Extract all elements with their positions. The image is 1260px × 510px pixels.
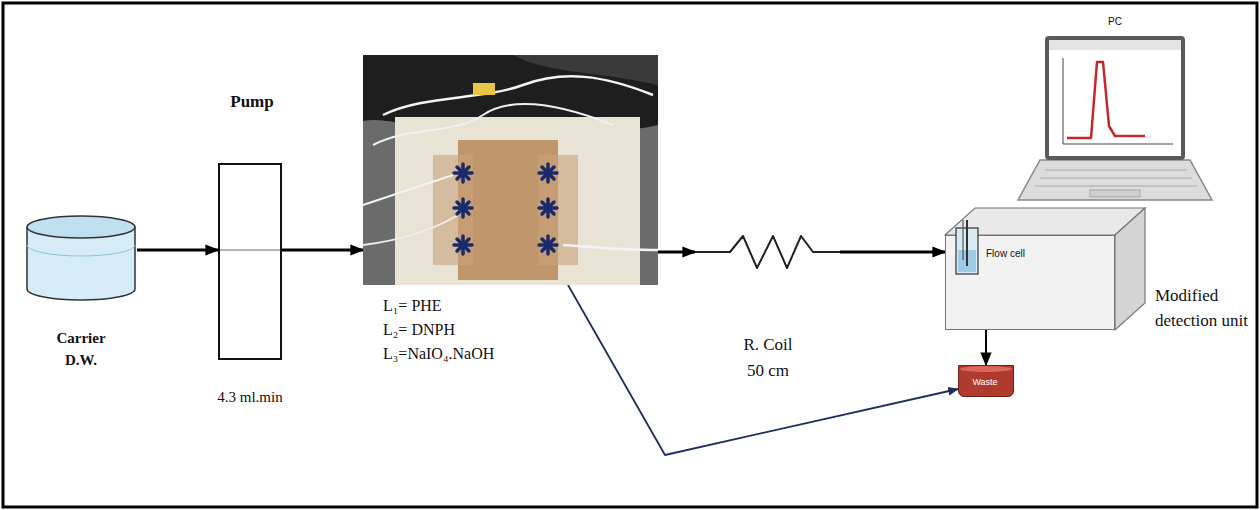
flow-arrow xyxy=(568,285,958,455)
detection-unit: Flow cell xyxy=(945,235,1115,330)
waste-beaker: Waste xyxy=(958,365,1014,397)
reaction-coil: R. Coil 50 cm xyxy=(695,228,840,276)
text-label: L₃=NaIO₄.NaOH xyxy=(383,343,583,365)
carrier-reservoir: Carrier D.W. xyxy=(25,215,137,303)
outer-frame xyxy=(3,3,1257,507)
laptop-keyboard xyxy=(1035,170,1197,197)
text-label: Flow cell xyxy=(986,248,1066,260)
laptop-base xyxy=(1018,160,1212,200)
pump-box: Pump4.3 ml.min xyxy=(218,163,282,360)
text-label: L₂= DNPH xyxy=(383,319,583,341)
flow-arrow xyxy=(282,249,363,252)
pump-tube xyxy=(218,249,282,251)
flow-arrow xyxy=(658,251,695,254)
flow-arrow xyxy=(137,249,218,252)
reservoir-drawing xyxy=(25,215,137,303)
text-label: 4.3 ml.min xyxy=(215,385,285,409)
injection-valve: L₁= PHEL₂= DNPHL₃=NaIO₄.NaOH xyxy=(363,55,658,285)
text-label: PC xyxy=(1049,16,1181,28)
chromatogram-screen xyxy=(1049,40,1181,156)
text-label: Modified detection unit xyxy=(1155,283,1255,333)
text-label: Waste xyxy=(959,377,1011,388)
flow-arrow xyxy=(985,330,987,365)
reaction-coil-drawing xyxy=(695,228,840,276)
flow-cell-drawing xyxy=(946,236,1116,331)
text-label: L₁= PHE xyxy=(383,295,583,317)
text-label: Carrier D.W. xyxy=(51,327,111,371)
flow-arrow xyxy=(840,251,945,254)
valve-photo xyxy=(363,55,658,285)
pc-screen: PC xyxy=(1045,36,1185,160)
text-label: Pump xyxy=(190,91,314,113)
detector-side-face xyxy=(1115,208,1145,330)
text-label: R. Coil 50 cm xyxy=(733,332,803,384)
